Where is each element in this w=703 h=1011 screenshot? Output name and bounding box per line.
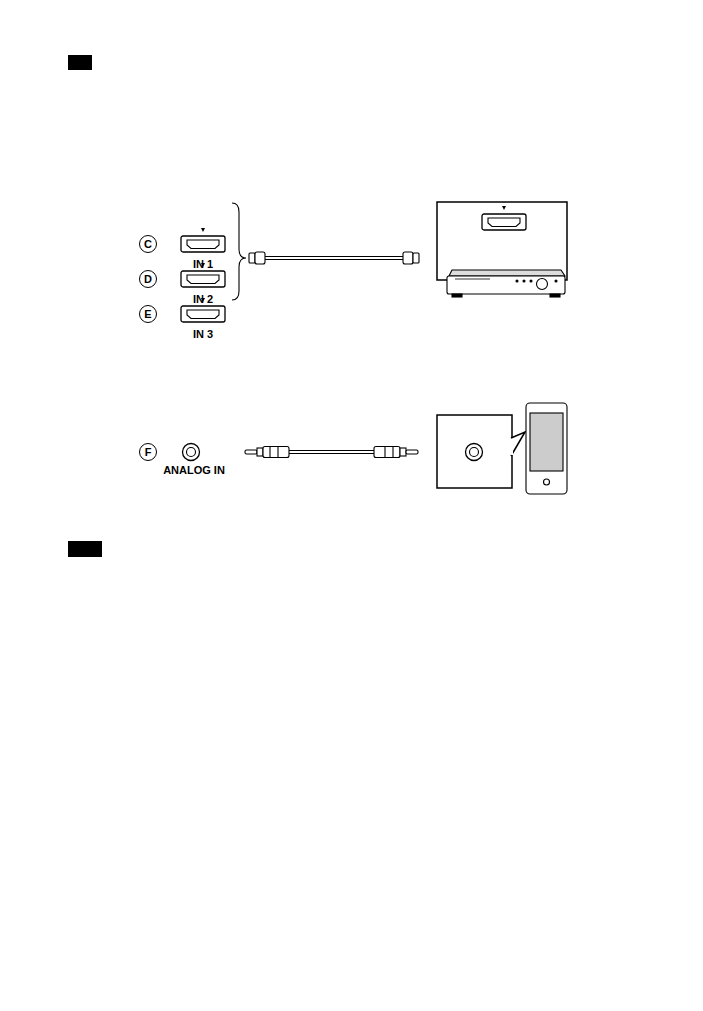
callout-circle: D: [139, 270, 157, 288]
note-icon: [68, 55, 92, 70]
note-icon: [68, 541, 102, 557]
bracket: [232, 203, 246, 300]
port-label: IN 1: [193, 259, 213, 270]
callout-letter: C: [144, 239, 152, 250]
audio-cable: [245, 447, 418, 458]
smartphone: [526, 403, 567, 494]
callout-letter: F: [145, 447, 152, 458]
callout-letter: E: [144, 309, 151, 320]
port-label: ANALOG IN: [163, 465, 225, 476]
port-label: IN 3: [193, 329, 213, 340]
callout-letter: D: [144, 274, 152, 285]
hdmi-port: [181, 228, 225, 252]
callout-circle: E: [139, 305, 157, 323]
callout-circle: F: [139, 443, 157, 461]
port-label: IN 2: [193, 294, 213, 305]
hdmi-cable: [249, 252, 419, 264]
callout-circle: C: [139, 235, 157, 253]
analog-jack: [183, 444, 200, 461]
callout-jack: [437, 415, 525, 488]
player-device: [447, 270, 565, 297]
callout-hdmi: [437, 202, 567, 293]
